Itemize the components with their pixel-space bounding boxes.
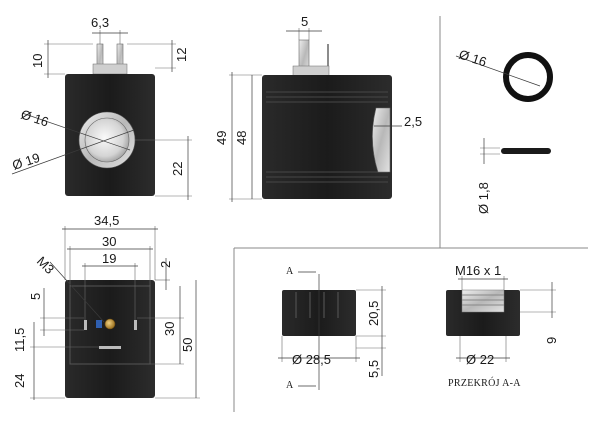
dim-bottom-left-24: 24 — [12, 374, 27, 388]
side-view: 5 49 48 2,5 — [214, 14, 422, 202]
dim-nut-diameter: Ø 28,5 — [292, 352, 331, 367]
dim-oring-cross-section: Ø 1,8 — [476, 182, 491, 214]
dim-bottom-left-11-5: 11,5 — [12, 328, 27, 352]
bottom-connector-frame — [69, 285, 151, 365]
dim-front-bore-offset: 22 — [170, 162, 185, 176]
side-coil-body — [262, 75, 392, 199]
dim-front-pin-height-right: 12 — [174, 48, 189, 62]
dim-front-pin-pitch: 6,3 — [91, 15, 109, 30]
dim-bottom-right-30: 30 — [162, 322, 177, 336]
dim-side-wall: 2,5 — [404, 114, 422, 129]
section-thread — [461, 289, 505, 313]
dim-section-thread: M16 x 1 — [455, 263, 501, 278]
dim-section-depth: 9 — [544, 337, 559, 344]
view-separators — [233, 16, 588, 412]
oring-side — [501, 148, 551, 154]
dim-bottom-right-50: 50 — [180, 338, 195, 352]
dim-bottom-width-mid: 30 — [102, 234, 116, 249]
bottom-brass-screw — [104, 318, 116, 330]
dim-nut-lower: 5,5 — [366, 360, 381, 378]
dim-side-height-outer: 49 — [214, 131, 229, 145]
oring-top — [503, 52, 553, 102]
section-view: M16 x 1 9 Ø 22 PRZEKRÓJ A-A — [446, 263, 559, 389]
section-mark-top: A — [286, 266, 294, 277]
dim-front-bore-outer: Ø 19 — [10, 150, 41, 173]
oring-view: Ø 16 Ø 1,8 — [455, 47, 553, 214]
dim-side-height-inner: 48 — [234, 131, 249, 145]
dim-nut-height: 20,5 — [366, 301, 381, 326]
section-caption: PRZEKRÓJ A-A — [448, 377, 521, 389]
front-view: 6,3 10 12 Ø 16 Ø 19 22 — [10, 15, 192, 200]
side-cutaway — [372, 107, 391, 173]
nut-view: A A 20,5 5,5 Ø 28,5 — [278, 266, 386, 391]
dim-bottom-left-5: 5 — [28, 293, 43, 300]
dim-bottom-thread: M3 — [34, 254, 57, 277]
dim-bottom-width-outer: 34,5 — [94, 213, 119, 228]
dim-front-pin-height-left: 10 — [30, 54, 45, 68]
bottom-view: 34,5 30 19 M3 2 5 11,5 24 30 — [12, 213, 200, 400]
dim-bottom-width-inner: 19 — [102, 251, 116, 266]
bottom-coil-body — [65, 280, 155, 398]
dim-side-pin-width: 5 — [301, 14, 308, 29]
section-mark-bottom: A — [286, 380, 294, 391]
dim-front-bore-inner: Ø 16 — [19, 107, 50, 130]
dim-section-diameter: Ø 22 — [466, 352, 494, 367]
dim-oring-diameter: Ø 16 — [457, 47, 488, 70]
dim-bottom-offset-top: 2 — [158, 261, 173, 268]
